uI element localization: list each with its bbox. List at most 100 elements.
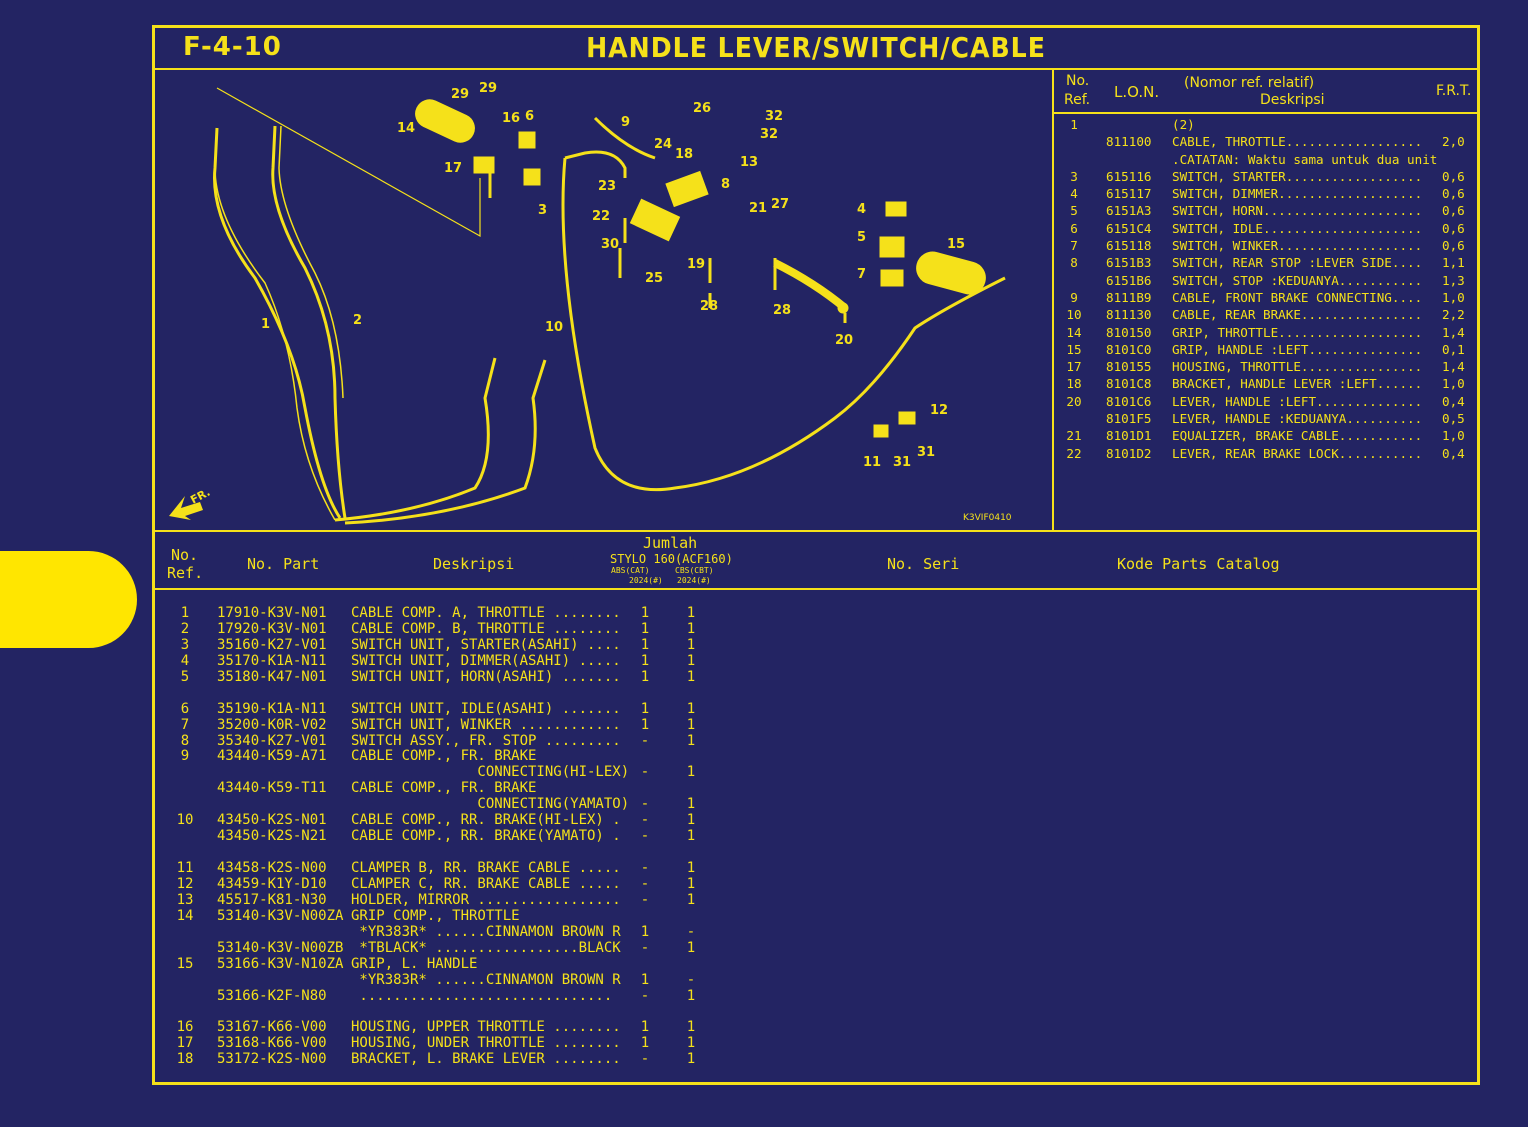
frt-ref: 14 (1066, 324, 1082, 340)
header-desc-note: (Nomor ref. relatif) (1184, 75, 1315, 91)
part-ref: 4 (180, 652, 190, 669)
part-part: 35200-K0R-V02 (217, 716, 327, 733)
part-desc: CABLE COMP. A, THROTTLE ........ (351, 605, 621, 621)
part-q1: 1 (640, 668, 650, 685)
part-q1: 1 (640, 652, 650, 669)
parts-catalog-sheet: F-4-10 HANDLE LEVER/SWITCH/CABLE (152, 25, 1480, 1085)
callout-32a: 32 (765, 109, 783, 124)
part-desc: GRIP COMP., THROTTLE (351, 907, 520, 924)
part-q2: 1 (686, 652, 696, 669)
part-q2: 1 (686, 700, 696, 717)
part-q1: - (640, 891, 650, 908)
frt-ref: 20 (1066, 393, 1082, 409)
part-q1: 1 (640, 971, 650, 988)
callout-28a: 28 (700, 299, 718, 314)
frt-lon: 810155 (1106, 359, 1152, 375)
part-part: 53172-K2S-N00 (217, 1051, 327, 1068)
part-part: 45517-K81-N30 (217, 891, 327, 908)
part-ref: 3 (180, 636, 190, 653)
callout-2: 2 (353, 313, 362, 328)
part-ref: 11 (176, 860, 194, 876)
frt-desc: GRIP, THROTTLE................... (1172, 324, 1423, 340)
frt-desc: CABLE, FRONT BRAKE CONNECTING.... (1172, 289, 1423, 305)
part-q1: 1 (640, 636, 650, 653)
frt-desc: (2) (1172, 117, 1195, 132)
frt-frt: 0,5 (1442, 411, 1465, 427)
part-desc: SWITCH UNIT, HORN(ASAHI) ....... (351, 668, 621, 685)
callout-14: 14 (397, 121, 415, 136)
part-q1: - (640, 1051, 650, 1068)
col-jumlah: Jumlah (643, 534, 698, 552)
callout-25: 25 (645, 271, 663, 286)
callout-16: 16 (502, 111, 520, 126)
part-q1: - (640, 987, 650, 1004)
part-desc: CONNECTING(YAMATO) (351, 796, 630, 813)
part-desc: .............................. (351, 987, 613, 1004)
col-year-1: 2024(#) (629, 576, 663, 585)
frt-frt: 0,6 (1442, 220, 1465, 236)
callout-24: 24 (654, 137, 672, 152)
frt-frt: 1,0 (1442, 289, 1465, 305)
frt-frt: 0,6 (1442, 203, 1465, 219)
frt-frt: 0,1 (1442, 341, 1465, 357)
frt-frt: 0,4 (1442, 393, 1465, 409)
part-part: 17910-K3V-N01 (217, 605, 327, 621)
part-part: 43450-K2S-N21 (217, 828, 327, 845)
frt-lon: 8101C6 (1106, 393, 1152, 409)
part-q2: 1 (686, 668, 696, 685)
frt-lon: 8101F5 (1106, 411, 1152, 427)
part-q1: 1 (640, 716, 650, 733)
frt-ref: 22 (1066, 445, 1082, 461)
callout-20: 20 (835, 333, 853, 348)
col-year-2: 2024(#) (677, 576, 711, 585)
callout-31b: 31 (893, 455, 911, 470)
part-part: 35340-K27-V01 (217, 732, 327, 749)
part-q2: 1 (686, 939, 696, 956)
part-ref: 6 (180, 700, 190, 717)
callout-3: 3 (538, 203, 547, 218)
col-seri: No. Seri (887, 555, 960, 573)
exploded-diagram: 1 2 3 4 5 6 7 8 9 10 11 12 13 14 15 16 1… (155, 68, 1052, 530)
frt-desc: CABLE, REAR BRAKE................ (1172, 307, 1423, 323)
frt-row: 1(2) (1054, 116, 1477, 133)
spacer-row (155, 686, 1477, 702)
part-ref: 7 (180, 716, 190, 733)
frt-lon: 8101D1 (1106, 428, 1152, 444)
callout-18: 18 (675, 147, 693, 162)
part-q1: 1 (640, 923, 650, 940)
frt-frt: 1,1 (1442, 255, 1465, 271)
table-row: 11 43458-K2S-N00 CLAMPER B, RR. BRAKE CABL… (155, 860, 1477, 877)
part-desc: BRACKET, L. BRAKE LEVER ........ (351, 1051, 621, 1068)
header-divider (155, 588, 1477, 590)
frt-desc: LEVER, HANDLE :LEFT.............. (1172, 393, 1423, 409)
cable-2 (271, 125, 347, 519)
part-ref: 18 (176, 1051, 194, 1068)
part-q2: 1 (686, 860, 696, 876)
callout-15: 15 (947, 237, 965, 252)
page-title: HANDLE LEVER/SWITCH/CABLE (586, 31, 1046, 64)
callout-27: 27 (771, 197, 789, 212)
side-tab (0, 551, 137, 648)
frt-desc: SWITCH, STARTER.................. (1172, 168, 1423, 184)
part-part: 43458-K2S-N00 (217, 860, 327, 876)
cable-10 (561, 157, 1006, 492)
col-ref: Ref. (167, 564, 204, 582)
part-desc: CLAMPER B, RR. BRAKE CABLE ..... (351, 860, 621, 876)
part-ref: 12 (176, 875, 194, 892)
part-part: 35180-K47-N01 (217, 668, 327, 685)
header-no: No. (1066, 73, 1090, 89)
part-q2: 1 (686, 1035, 696, 1052)
col-part: No. Part (247, 555, 320, 573)
parts-table-header: No. Ref. No. Part Deskripsi Jumlah STYLO… (155, 532, 1477, 588)
part-q1: 1 (640, 605, 650, 621)
frt-desc: SWITCH, IDLE..................... (1172, 220, 1423, 236)
